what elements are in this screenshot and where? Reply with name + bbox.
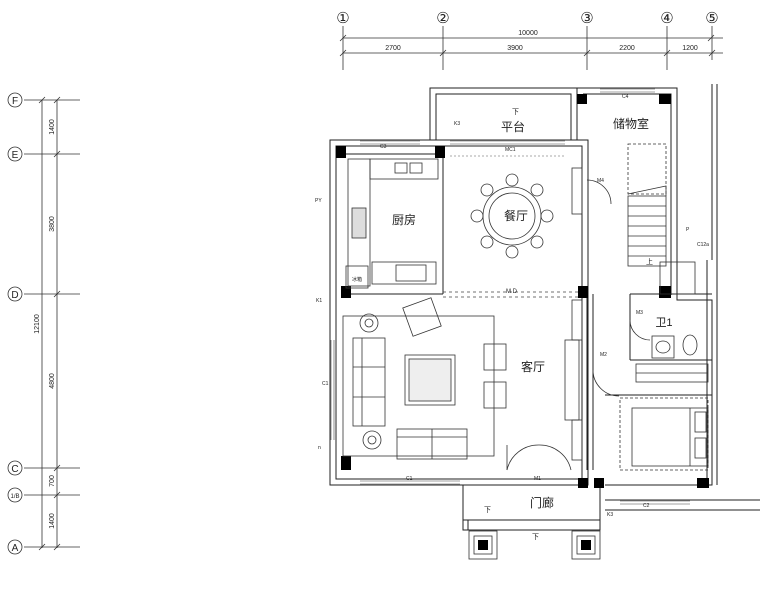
axis-top-1: ① (336, 10, 349, 27)
opening-md (443, 291, 580, 298)
left-dimension-lines (24, 96, 80, 551)
tag-m2: M2 (600, 352, 607, 358)
tag-c1-side: C1 (322, 381, 329, 387)
tag-md: M D (506, 289, 518, 295)
tag-c4: C4 (622, 94, 629, 100)
axis-top-2: ② (436, 10, 449, 27)
axis-top-4: ④ (660, 10, 673, 27)
room-bath: 卫1 (655, 317, 672, 329)
dim-top-seg-4: 1200 (682, 45, 698, 52)
room-porch: 门廊 (530, 495, 554, 510)
tag-py: PY (315, 198, 322, 204)
tags: K3 MC1 C3 C4 M4 PY K1 M D C1 C1 M1 M2 C2… (315, 94, 709, 541)
tag-c12a: C12a (697, 242, 709, 248)
tag-k3-bottom: K3 (607, 512, 613, 518)
left-axis-bubbles (7, 92, 23, 555)
axis-left-C: C (11, 464, 18, 475)
tag-m4: M4 (597, 178, 604, 184)
dim-left-seg-2: 3800 (49, 216, 56, 232)
room-living: 客厅 (521, 359, 545, 374)
dim-top-seg-1: 2700 (385, 45, 401, 52)
dim-left-total: 12100 (34, 314, 41, 334)
room-platform: 平台 (501, 119, 525, 134)
dim-left-seg-1: 1400 (49, 119, 56, 135)
tag-c2: C2 (643, 503, 650, 509)
top-dimension-lines (339, 26, 723, 70)
axis-top-5: ⑤ (705, 10, 718, 27)
pillar-cores (478, 540, 591, 550)
dim-top-total: 10000 (518, 30, 538, 37)
walls (329, 84, 760, 531)
tag-up-stairs: 上 (646, 257, 653, 266)
tag-k3-top: K3 (454, 121, 460, 127)
tag-m3: M3 (636, 310, 643, 316)
axis-left-E: E (12, 150, 19, 161)
furniture (342, 143, 709, 560)
axis-left-F: F (12, 96, 18, 107)
tag-c3: C3 (380, 144, 387, 150)
tag-m1: M1 (534, 476, 541, 482)
tag-down-porch-bottom: 下 (532, 533, 539, 541)
tag-down-porch-left: 下 (484, 506, 491, 514)
dim-top-seg-3: 2200 (619, 45, 635, 52)
room-dining: 餐厅 (504, 208, 528, 223)
axis-top-3: ③ (580, 10, 593, 27)
windows (330, 88, 690, 505)
label-fridge: 冰箱 (352, 276, 362, 283)
tag-n: n (318, 445, 321, 451)
room-kitchen: 厨房 (392, 212, 416, 227)
room-storage: 储物室 (613, 116, 649, 131)
axis-left-A: A (12, 543, 19, 554)
tag-k1: K1 (316, 298, 322, 304)
tag-mc1: MC1 (505, 147, 516, 153)
axis-left-D: D (11, 290, 18, 301)
dim-top-seg-2: 3900 (507, 45, 523, 52)
dim-left-seg-4: 700 (49, 475, 56, 487)
axis-left-1B: 1/B (10, 494, 19, 500)
tag-p: P (686, 227, 690, 233)
doors (506, 179, 651, 471)
tag-c1-bottom: C1 (406, 476, 413, 482)
columns (336, 94, 709, 488)
top-axis-bubbles: ① ② ③ ④ ⑤ (336, 10, 718, 27)
dim-left-seg-3: 4800 (49, 373, 56, 389)
dim-left-seg-5: 1400 (49, 513, 56, 529)
tag-down-platform: 下 (512, 108, 519, 116)
